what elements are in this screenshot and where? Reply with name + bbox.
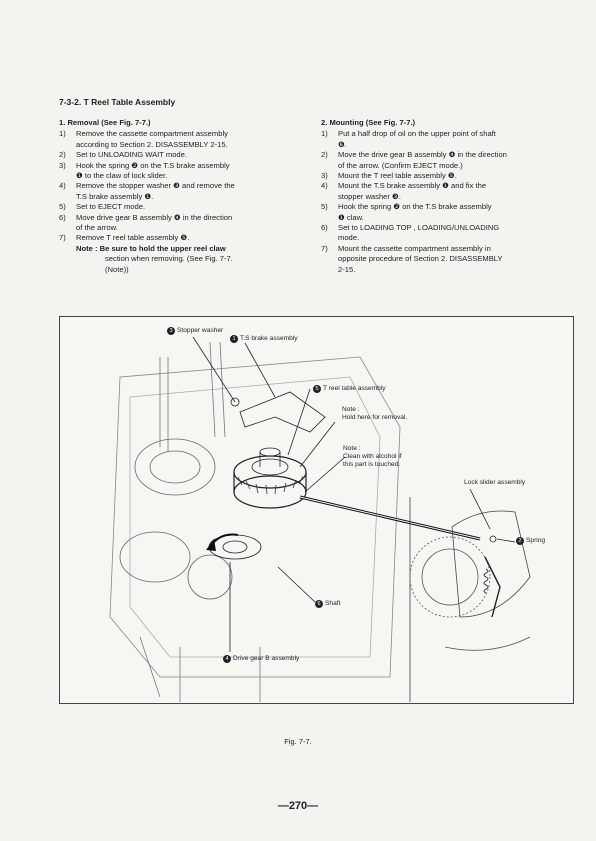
step-line: of the arrow.	[76, 223, 118, 233]
step-number: 2)	[59, 150, 66, 160]
step-number: 4)	[59, 181, 66, 191]
callout-number: 6	[315, 600, 323, 608]
step-number: 7)	[321, 243, 328, 253]
step-line: 2-15.	[338, 264, 356, 274]
callout-note-clean: Note : Clean with alcohol if this part i…	[343, 445, 402, 469]
mounting-step-2: 2) Move the drive gear B assembly ❹ in t…	[321, 150, 569, 171]
callout-number: 4	[223, 655, 231, 663]
mechanism-illustration	[109, 336, 531, 702]
callout-label: Drive gear B assembly	[233, 655, 300, 662]
step-line: Hook the spring ❷ on the T.S brake assem…	[76, 160, 230, 170]
step-number: 1)	[59, 129, 66, 139]
note-line: section when removing. (See Fig. 7-7.	[105, 254, 233, 264]
step-line: Mount the T.S brake assembly ❶ and fix t…	[338, 181, 487, 191]
callout-number: 5	[313, 385, 321, 393]
step-line: Set to EJECT mode.	[76, 202, 146, 212]
step-number: 7)	[59, 233, 66, 243]
step-number: 3)	[321, 171, 328, 181]
callout-label: T.S brake assembly	[240, 335, 298, 342]
note-title: Note :	[342, 406, 360, 413]
step-number: 4)	[321, 181, 328, 191]
step-line: Put a half drop of oil on the upper poin…	[338, 129, 496, 139]
step-number: 6)	[321, 223, 328, 233]
note-text: this part is touched.	[343, 461, 401, 468]
step-number: 5)	[59, 202, 66, 212]
mounting-heading: 2. Mounting (See Fig. 7-7.)	[321, 118, 416, 127]
callout-label: Spring	[526, 537, 546, 544]
step-line: Hook the spring ❷ on the T.S brake assem…	[338, 202, 492, 212]
step-line: T.S brake assembly ❶.	[76, 191, 154, 201]
removal-step-5: 5) Set to EJECT mode.	[59, 202, 307, 212]
mounting-step-3: 3) Mount the T reel table assembly ❺.	[321, 171, 569, 181]
callout-lock-slider: Lock slider assembly	[464, 479, 525, 487]
mounting-step-6: 6) Set to LOADING TOP , LOADING/UNLOADIN…	[321, 223, 569, 244]
mounting-step-7: 7) Mount the cassette compartment assemb…	[321, 244, 569, 275]
step-number: 2)	[321, 150, 328, 160]
step-line: Remove T reel table assembly ❺.	[76, 233, 190, 243]
page-number: —270—	[277, 800, 319, 812]
step-line: ❶ to the claw of lock slider.	[76, 171, 168, 181]
step-line: ❶ claw.	[338, 212, 364, 222]
step-line: Remove the cassette compartment assembly	[76, 129, 228, 139]
note-line: (Note))	[105, 264, 129, 274]
step-line: Set to LOADING TOP , LOADING/UNLOADING	[338, 223, 500, 233]
note-text: Hold here for removal.	[342, 414, 408, 421]
callout-label: T reel table assembly	[323, 385, 386, 392]
step-line: opposite procedure of Section 2. DISASSE…	[338, 254, 503, 264]
step-number: 6)	[59, 212, 66, 222]
removal-note: Note : Be sure to hold the upper reel cl…	[59, 244, 307, 275]
step-line: Mount the cassette compartment assembly …	[338, 243, 491, 253]
callout-label: Stopper washer	[177, 327, 224, 334]
figure-caption: Fig. 7-7.	[284, 737, 312, 746]
callout-number: 2	[516, 537, 524, 545]
step-number: 5)	[321, 202, 328, 212]
mounting-step-4: 4) Mount the T.S brake assembly ❶ and fi…	[321, 181, 569, 202]
mounting-step-5: 5) Hook the spring ❷ on the T.S brake as…	[321, 202, 569, 223]
removal-step-2: 2) Set to UNLOADING WAIT mode.	[59, 150, 307, 160]
step-line: mode.	[338, 233, 360, 243]
note-line: Note : Be sure to hold the upper reel cl…	[76, 243, 226, 253]
step-number: 1)	[321, 129, 328, 139]
step-line: stopper washer ❸.	[338, 191, 401, 201]
note-text: Clean with alcohol if	[343, 453, 402, 460]
step-line: Move the drive gear B assembly ❹ in the …	[338, 150, 507, 160]
mounting-column: 2. Mounting (See Fig. 7-7.) 1) Put a hal…	[321, 118, 569, 275]
step-line: of the arrow. (Confirm EJECT mode.)	[338, 160, 463, 170]
step-line: Set to UNLOADING WAIT mode.	[76, 150, 187, 160]
mounting-step-1: 1) Put a half drop of oil on the upper p…	[321, 129, 569, 150]
callout-label: Lock slider assembly	[464, 479, 526, 486]
step-number: 3)	[59, 160, 66, 170]
removal-column: 1. Removal (See Fig. 7-7.) 1) Remove the…	[59, 118, 307, 275]
step-line: Mount the T reel table assembly ❺.	[338, 171, 457, 181]
step-line: Move drive gear B assembly ❹ in the dire…	[76, 212, 233, 222]
section-title: 7-3-2. T Reel Table Assembly	[59, 97, 176, 107]
callout-note-hold: Note : Hold here for removal.	[342, 406, 407, 422]
step-line: ❻.	[338, 139, 347, 149]
callout-number: 1	[230, 335, 238, 343]
callout-label: Shaft	[325, 600, 341, 607]
removal-heading: 1. Removal (See Fig. 7-7.)	[59, 118, 151, 127]
step-line: Remove the stopper washer ❸ and remove t…	[76, 181, 235, 191]
removal-step-3: 3) Hook the spring ❷ on the T.S brake as…	[59, 161, 307, 182]
removal-step-6: 6) Move drive gear B assembly ❹ in the d…	[59, 213, 307, 234]
removal-step-1: 1) Remove the cassette compartment assem…	[59, 129, 307, 150]
callout-number: 3	[167, 327, 175, 335]
note-title: Note :	[343, 445, 361, 452]
removal-step-4: 4) Remove the stopper washer ❸ and remov…	[59, 181, 307, 202]
removal-step-7: 7) Remove T reel table assembly ❺.	[59, 233, 307, 243]
step-line: according to Section 2. DISASSEMBLY 2-15…	[76, 139, 228, 149]
